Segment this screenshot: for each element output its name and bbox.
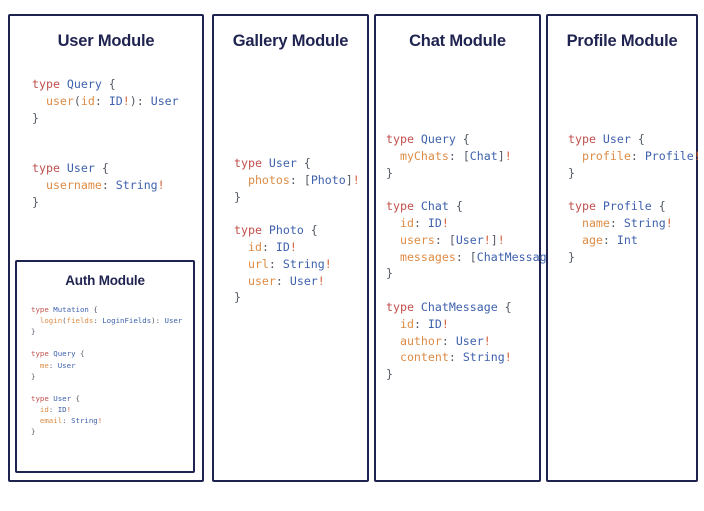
panel-profile-module[interactable]: Profile Module type User { profile: Prof… [546, 14, 701, 482]
panel-chat-module[interactable]: Chat Module type Query { myChats: [Chat]… [374, 14, 568, 482]
code-block-auth-module: type Mutation { login(fields: LoginField… [31, 305, 183, 437]
panel-gallery-module[interactable]: Gallery Module type User { photos: [Phot… [212, 14, 369, 482]
panel-title-gallery-module: Gallery Module [232, 32, 349, 50]
panel-auth-module[interactable]: Auth Module type Mutation { login(fields… [15, 260, 195, 473]
code-block-profile-module: type User { profile: Profile! } type Pro… [568, 132, 701, 264]
code-block-chat-module: type Query { myChats: [Chat]! } type Cha… [386, 132, 568, 382]
panel-title-profile-module: Profile Module [566, 32, 678, 50]
panel-title-auth-module: Auth Module [65, 273, 145, 288]
code-block-user-module: type Query { user(id: ID!): User } type … [32, 77, 179, 209]
panel-title-user-module: User Module [57, 32, 155, 50]
panel-user-module[interactable]: User Module type Query { user(id: ID!): … [8, 14, 204, 482]
code-block-gallery-module: type User { photos: [Photo]! } type Phot… [234, 156, 360, 305]
panel-title-chat-module: Chat Module [409, 32, 506, 50]
